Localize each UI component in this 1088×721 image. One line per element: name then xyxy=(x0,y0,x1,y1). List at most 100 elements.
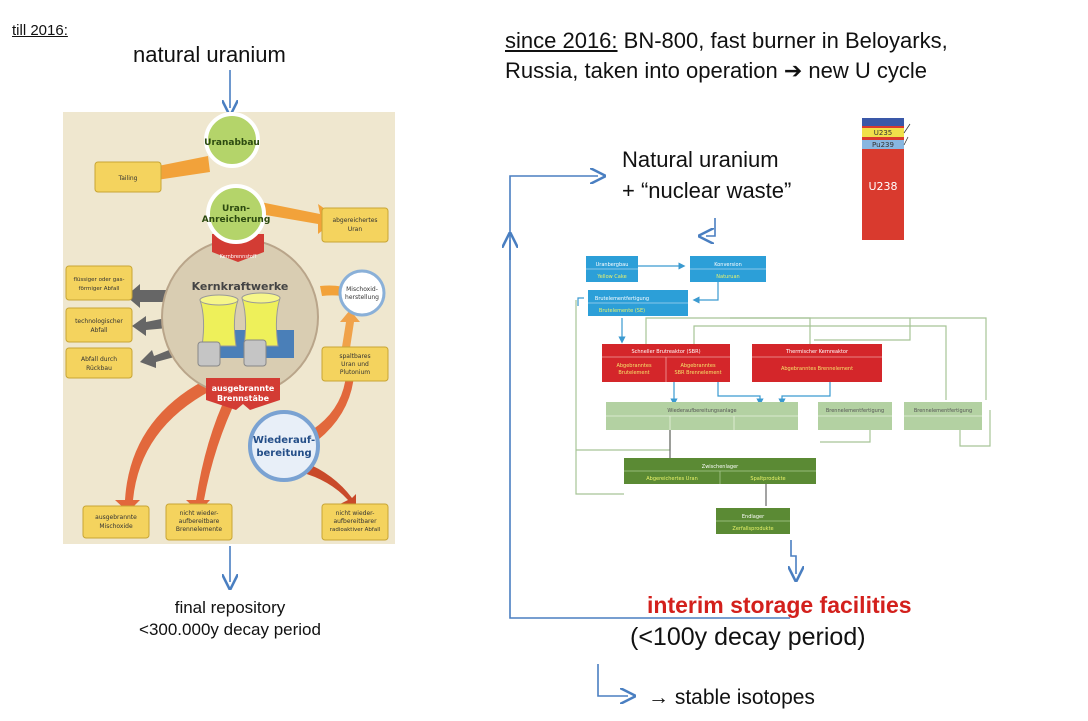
svg-text:Mischoxid-: Mischoxid- xyxy=(346,286,378,293)
brennelementfertigung-box-2: Brennelementfertigung xyxy=(904,402,982,430)
spaltbares-uran-box: spaltbares Uran und Plutonium xyxy=(321,346,389,382)
svg-text:ausgebrannte: ausgebrannte xyxy=(95,514,137,521)
svg-text:Mischoxide: Mischoxide xyxy=(99,523,133,530)
svg-text:Uranbergbau: Uranbergbau xyxy=(596,262,629,268)
svg-text:abgereichertes: abgereichertes xyxy=(332,217,377,224)
right-fuel-cycle-diagram: U235 Pu239 U238 Uranbergbau Yellow Cake xyxy=(470,118,991,721)
svg-text:Abgereichertes Uran: Abgereichertes Uran xyxy=(646,476,697,482)
svg-text:Brennelementfertigung: Brennelementfertigung xyxy=(914,408,972,414)
svg-text:U235: U235 xyxy=(874,129,892,137)
wiederaufbereitung-circle xyxy=(248,410,320,482)
thermischer-kernreaktor-box: Thermischer Kernreaktor Abgebranntes Bre… xyxy=(752,344,882,382)
svg-text:U238: U238 xyxy=(868,180,897,193)
fluessiger-abfall-box: flüssiger oder gas- förmiger Abfall xyxy=(65,265,133,301)
svg-text:Spaltprodukte: Spaltprodukte xyxy=(750,476,785,482)
tailing-box: Tailing xyxy=(94,161,162,193)
wiederaufbereitungsanlage-box: Wiederaufbereitungsanlage xyxy=(606,402,798,430)
svg-text:flüssiger oder gas-: flüssiger oder gas- xyxy=(73,277,124,283)
svg-text:Uran-: Uran- xyxy=(222,204,250,214)
svg-text:Abgebranntes Brennelement: Abgebranntes Brennelement xyxy=(781,366,853,372)
uranbergbau-box: Uranbergbau Yellow Cake xyxy=(586,256,638,282)
svg-text:spaltbares: spaltbares xyxy=(339,353,370,360)
svg-text:Wiederaufbereitungsanlage: Wiederaufbereitungsanlage xyxy=(667,408,736,414)
final-repository-label: final repository xyxy=(174,598,286,617)
svg-text:aufbereitbarer: aufbereitbarer xyxy=(333,518,377,525)
waste-down-arrow xyxy=(706,218,716,236)
brennstaebe-text-1: ausgebrannte xyxy=(212,384,275,393)
svg-text:Uranabbau: Uranabbau xyxy=(204,138,260,148)
svg-text:Konversion: Konversion xyxy=(714,262,742,268)
svg-text:Abgebranntes: Abgebranntes xyxy=(680,363,716,369)
decay-period-300000-label: <300.000y decay period xyxy=(139,620,321,639)
svg-text:Thermischer Kernreaktor: Thermischer Kernreaktor xyxy=(785,349,849,355)
svg-text:Rückbau: Rückbau xyxy=(86,365,112,372)
stable-isotopes-label: → stable isotopes xyxy=(648,686,815,709)
schneller-brutreaktor-box: Schneller Brutreaktor (SBR) Abgebranntes… xyxy=(602,344,730,382)
feedback-loop-arrow xyxy=(509,176,790,619)
bn800-text: BN-800, fast burner in Beloyarks, xyxy=(617,28,948,53)
left-fuel-cycle-diagram: ausgebrannte Brennstäbe Kernbrennstoff K… xyxy=(63,70,395,721)
svg-text:nicht wieder-: nicht wieder- xyxy=(336,510,375,517)
ausgebrannte-brennstaebe-banner xyxy=(206,378,280,410)
svg-text:Plutonium: Plutonium xyxy=(340,369,370,376)
svg-text:Zerfallsprodukte: Zerfallsprodukte xyxy=(732,526,773,532)
mischoxid-circle xyxy=(338,269,386,317)
till-2016-label: till 2016: xyxy=(12,22,68,39)
svg-text:SBR Brennelement: SBR Brennelement xyxy=(674,370,721,376)
svg-text:Endlager: Endlager xyxy=(742,514,765,520)
abgereichertes-uran-box: abgereichertes Uran xyxy=(321,207,389,243)
stable-isotopes-arrow xyxy=(597,664,628,696)
svg-text:Anreicherung: Anreicherung xyxy=(202,215,271,225)
brennstaebe-text-2: Brennstäbe xyxy=(217,394,270,403)
svg-text:förmiger Abfall: förmiger Abfall xyxy=(79,286,120,292)
svg-text:Zwischenlager: Zwischenlager xyxy=(702,464,739,470)
since-2016-heading: since 2016: BN-800, fast burner in Beloy… xyxy=(505,28,948,54)
brutelementfertigung-box: Brutelementfertigung Brutelemente (SE) xyxy=(588,290,688,316)
mox-arrow xyxy=(115,380,212,512)
endlager-down-arrow xyxy=(791,540,796,574)
nicht-wiederaufbereitbare-brennelemente-box: nicht wieder- aufbereitbare Brennelement… xyxy=(165,503,233,541)
svg-text:Brutelement: Brutelement xyxy=(618,370,649,376)
svg-text:Abgebranntes: Abgebranntes xyxy=(616,363,652,369)
depleted-uranium-arrow xyxy=(248,200,338,234)
since-2016-label: since 2016: xyxy=(505,28,618,53)
svg-text:herstellung: herstellung xyxy=(345,294,379,301)
svg-text:Tailing: Tailing xyxy=(118,175,138,182)
uranabbau-circle xyxy=(204,112,260,168)
svg-text:Brennelemente: Brennelemente xyxy=(176,526,222,533)
svg-text:Naturuan: Naturuan xyxy=(716,274,739,280)
kernkraftwerke-text: Kernkraftwerke xyxy=(192,280,289,293)
interim-storage-label: interim storage facilities xyxy=(647,592,912,618)
new-u-cycle-line: Russia, taken into operation ➔ new U cyc… xyxy=(505,58,927,83)
svg-text:technologischer: technologischer xyxy=(75,318,123,325)
svg-text:aufbereitbare: aufbereitbare xyxy=(179,518,220,525)
isotope-composition-bar: U235 Pu239 U238 xyxy=(862,118,911,240)
natural-uranium-label: natural uranium xyxy=(133,42,286,67)
decay-period-100y-label: (<100y decay period) xyxy=(630,623,866,651)
svg-text:radioaktiver Abfall: radioaktiver Abfall xyxy=(330,527,381,533)
svg-text:Schneller Brutreaktor (SBR): Schneller Brutreaktor (SBR) xyxy=(631,349,700,355)
endlager-box: Endlager Zerfallsprodukte xyxy=(716,508,790,534)
svg-text:Brennelementfertigung: Brennelementfertigung xyxy=(826,408,884,414)
svg-text:Brutelementfertigung: Brutelementfertigung xyxy=(595,296,649,302)
nuclear-waste-label: + “nuclear waste” xyxy=(622,178,792,203)
natural-uranium-label-right: Natural uranium xyxy=(622,147,779,172)
svg-text:Yellow Cake: Yellow Cake xyxy=(596,274,626,280)
svg-text:bereitung: bereitung xyxy=(256,448,311,459)
svg-text:Pu239: Pu239 xyxy=(872,141,894,149)
rueckbau-abfall-box: Abfall durch Rückbau xyxy=(65,347,133,379)
svg-text:Brutelemente (SE): Brutelemente (SE) xyxy=(599,308,645,314)
technologischer-abfall-box: technologischer Abfall xyxy=(65,307,133,343)
konversion-box: Konversion Naturuan xyxy=(690,256,766,282)
ausgebrannte-mischoxide-box: ausgebrannte Mischoxide xyxy=(82,505,150,539)
svg-text:Kernbrennstoff: Kernbrennstoff xyxy=(220,254,257,260)
svg-text:Uran: Uran xyxy=(348,226,363,233)
brennelementfertigung-box-1: Brennelementfertigung xyxy=(818,402,892,430)
anreicherung-circle xyxy=(206,184,266,244)
zwischenlager-box: Zwischenlager Abgereichertes Uran Spaltp… xyxy=(624,458,816,484)
svg-text:Abfall: Abfall xyxy=(90,327,107,334)
nicht-wiederaufbereitbarer-abfall-box: nicht wieder- aufbereitbarer radioaktive… xyxy=(321,503,389,541)
svg-text:Uran und: Uran und xyxy=(341,361,369,368)
kernkraftwerke-circle xyxy=(161,238,319,396)
svg-text:nicht wieder-: nicht wieder- xyxy=(180,510,219,517)
